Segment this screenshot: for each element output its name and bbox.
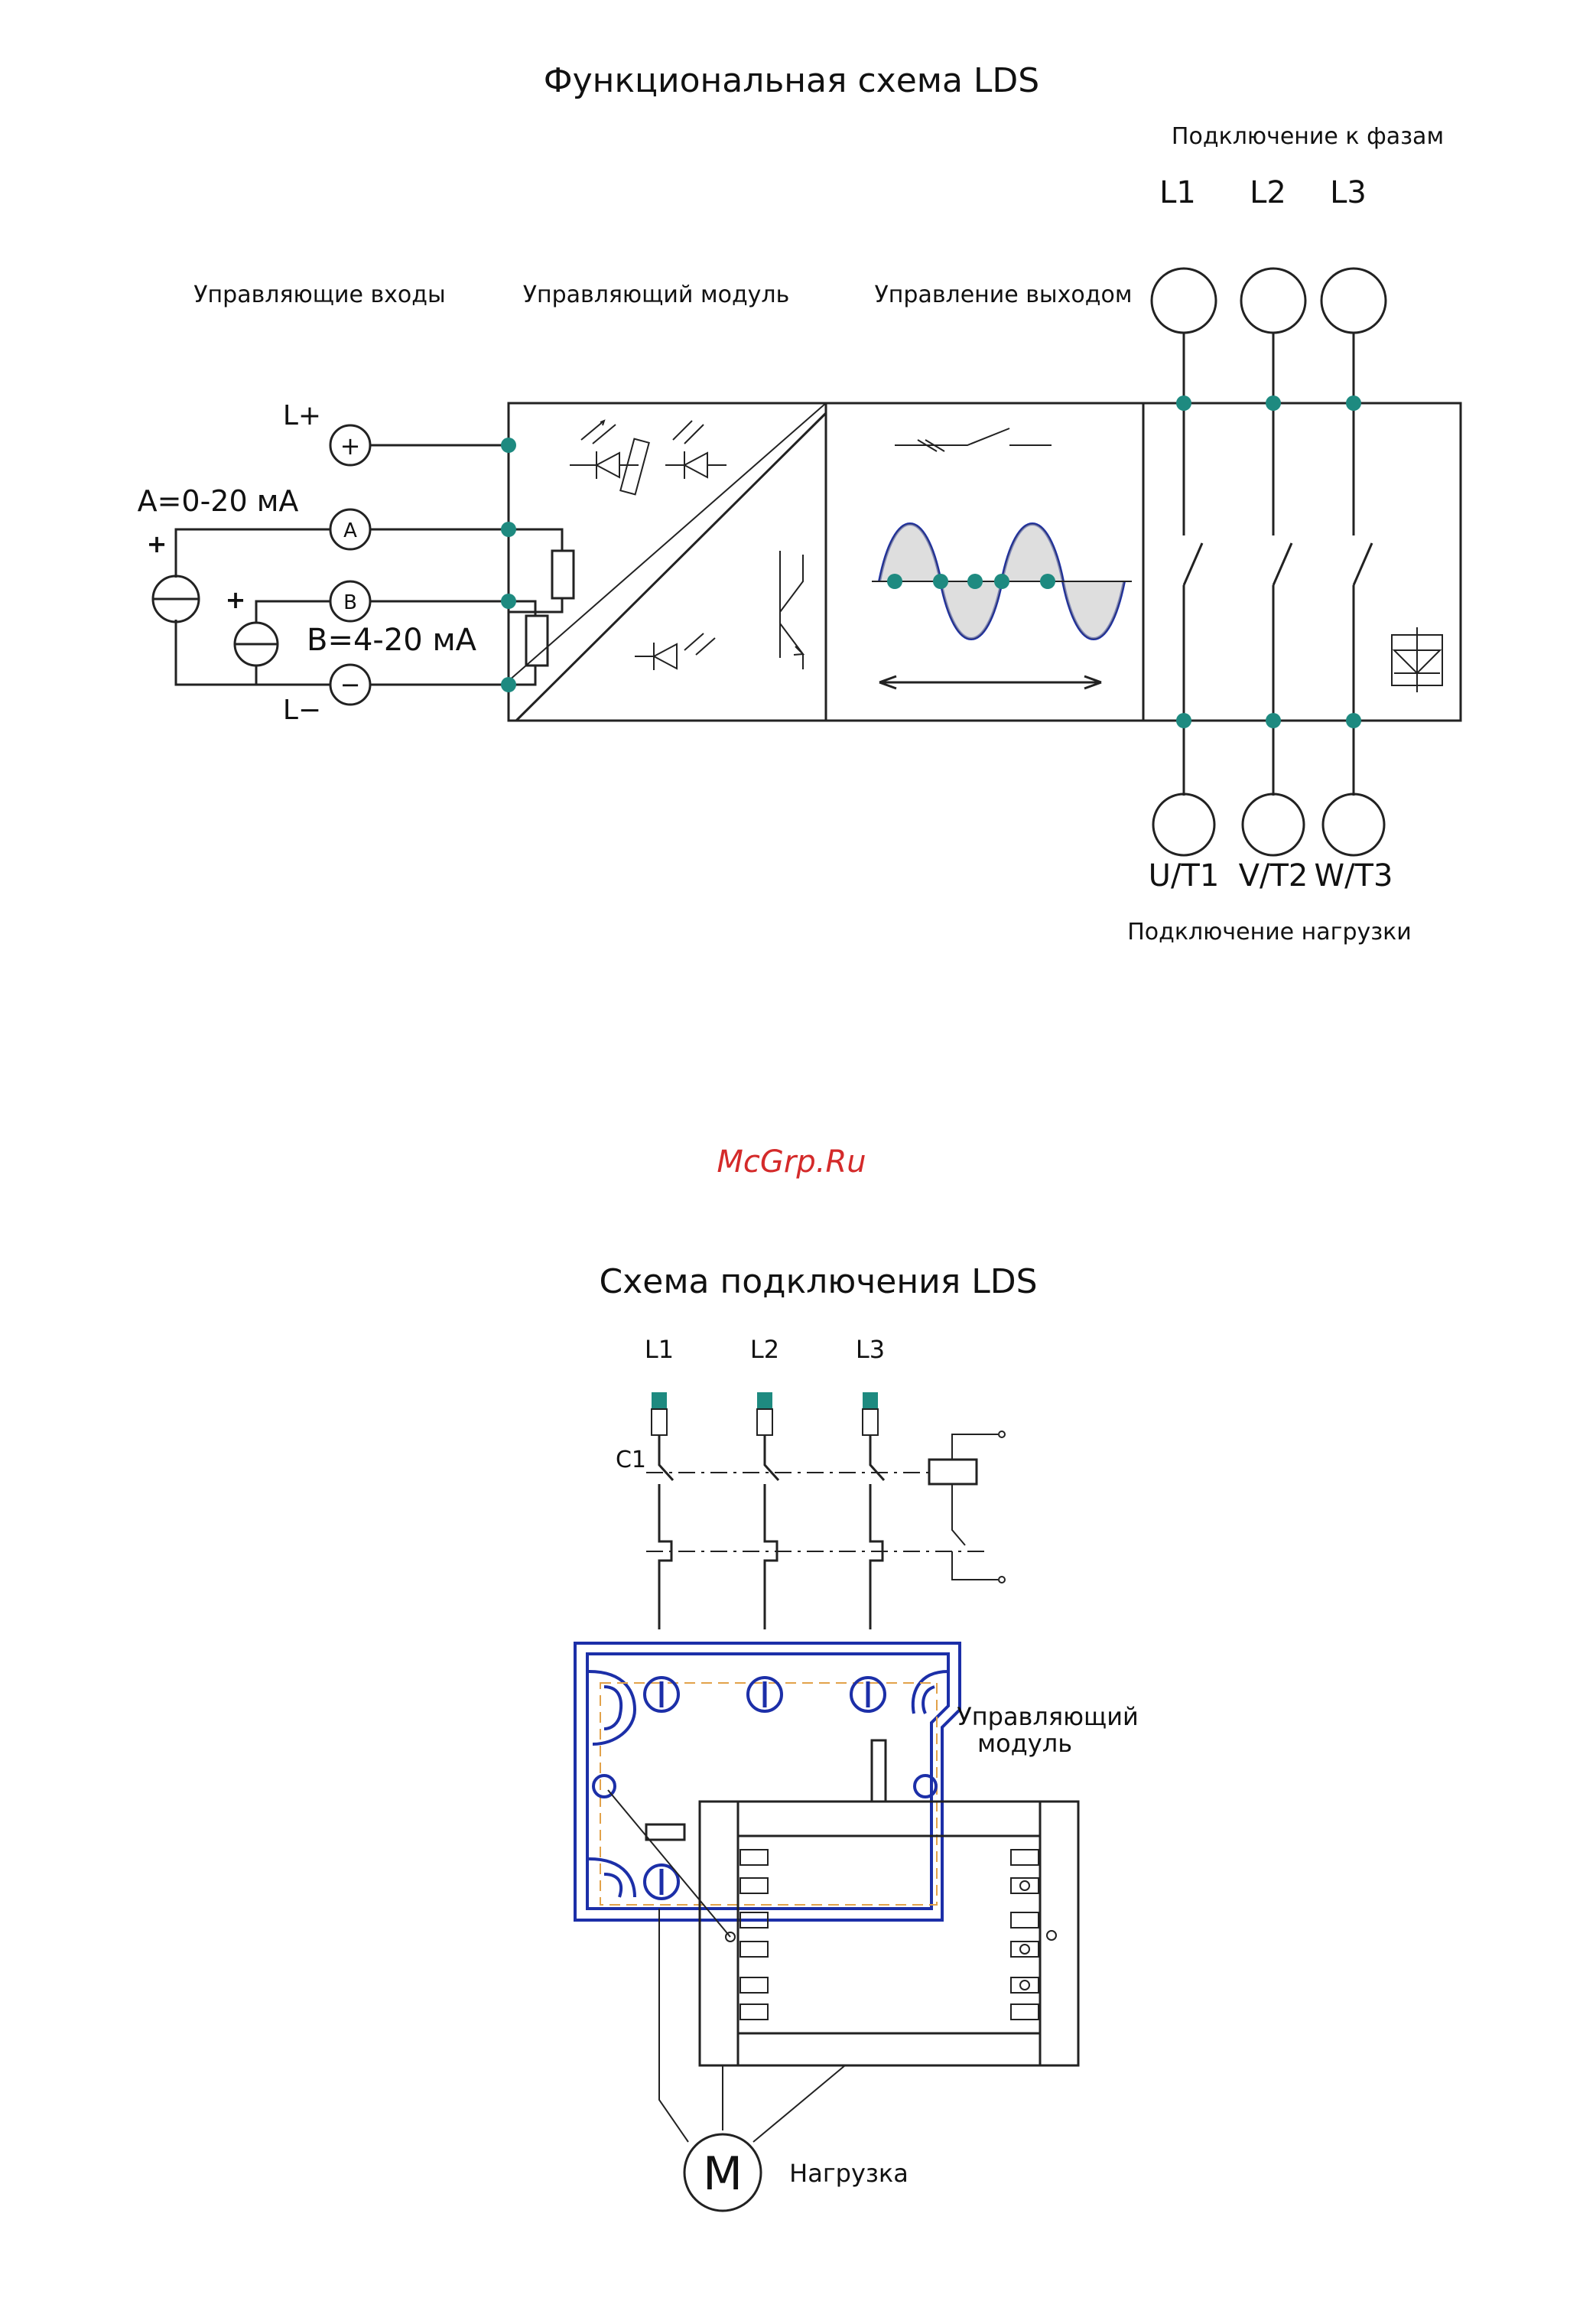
node-l3-bottom	[1346, 713, 1361, 728]
node-l2-top	[1266, 395, 1281, 411]
phase-label-l2: L2	[1250, 175, 1286, 210]
functional-diagram-title: Функциональная схема LDS	[544, 61, 1039, 100]
output-switch-icon	[895, 428, 1052, 451]
phase-input-terminal-l1	[1152, 269, 1216, 333]
current-source-a-icon	[153, 576, 199, 622]
terminal-a-letter: A	[343, 519, 357, 542]
main-device-outline	[509, 403, 1461, 721]
load-connection-label: Подключение нагрузки	[1127, 919, 1412, 946]
connection-diagram-title: Схема подключения LDS	[599, 1262, 1037, 1301]
source-b-plus-sign: +	[226, 585, 246, 614]
node-a	[501, 522, 516, 537]
contactor-label: C1	[616, 1447, 646, 1473]
double-arrow-icon	[879, 676, 1101, 688]
motor-letter: M	[703, 2147, 743, 2201]
control-inputs-label: Управляющие входы	[193, 282, 445, 308]
bottom-phase-l2: L2	[750, 1335, 779, 1364]
terminal-b-letter: B	[343, 591, 357, 614]
phase-input-terminal-l3	[1321, 269, 1386, 333]
module-label-line1: Управляющий	[957, 1702, 1139, 1731]
node-l3-top	[1346, 395, 1361, 411]
terminal-plus-sign: +	[340, 431, 361, 461]
input-a-range-label: A=0-20 мА	[138, 484, 299, 518]
fuses	[652, 1392, 878, 1435]
node-l2-bottom	[1266, 713, 1281, 728]
node-l1-bottom	[1176, 713, 1191, 728]
output-terminal-v	[1243, 794, 1304, 855]
l-minus-label: L−	[283, 695, 321, 726]
terminal-minus-sign: −	[340, 670, 361, 699]
output-control-label: Управление выходом	[875, 282, 1133, 308]
l-plus-label: L+	[283, 400, 321, 431]
output-label-w: W/T3	[1315, 858, 1393, 893]
current-source-b-icon	[235, 623, 278, 666]
triac-icon	[1392, 627, 1442, 692]
connection-diagram: Схема подключения LDS L1 L2 L3 C1	[575, 1262, 1139, 2211]
node-minus	[501, 677, 516, 692]
control-module-label: Управляющий модуль	[523, 282, 790, 308]
phase-label-l1: L1	[1159, 175, 1196, 210]
node-plus	[501, 438, 516, 453]
output-label-v: V/T2	[1239, 858, 1308, 893]
motor-wiring	[659, 1909, 845, 2142]
load-label: Нагрузка	[789, 2159, 909, 2188]
power-unit	[700, 1802, 1078, 2065]
bottom-phase-l3: L3	[856, 1335, 885, 1364]
output-terminal-w	[1323, 794, 1384, 855]
resistor-b	[526, 616, 548, 666]
contactor-c1	[646, 1431, 1005, 1629]
output-label-u: U/T1	[1149, 858, 1220, 893]
node-b	[501, 594, 516, 609]
output-terminal-u	[1153, 794, 1214, 855]
bottom-phase-l1: L1	[645, 1335, 674, 1364]
phase-connection-label: Подключение к фазам	[1172, 123, 1444, 150]
phase-input-terminal-l2	[1241, 269, 1305, 333]
input-b-range-label: B=4-20 мА	[307, 623, 477, 658]
node-l1-top	[1176, 395, 1191, 411]
module-label-line2: модуль	[977, 1729, 1072, 1758]
functional-diagram: Функциональная схема LDS Подключение к ф…	[138, 61, 1461, 946]
watermark: McGrp.Ru	[717, 1144, 866, 1180]
sine-wave-icon	[872, 524, 1132, 639]
resistor-a	[552, 551, 574, 598]
mounting-arrow	[608, 1790, 730, 1937]
module-diagonal	[509, 403, 826, 681]
source-a-plus-sign: +	[147, 529, 167, 558]
phase-label-l3: L3	[1330, 175, 1367, 210]
